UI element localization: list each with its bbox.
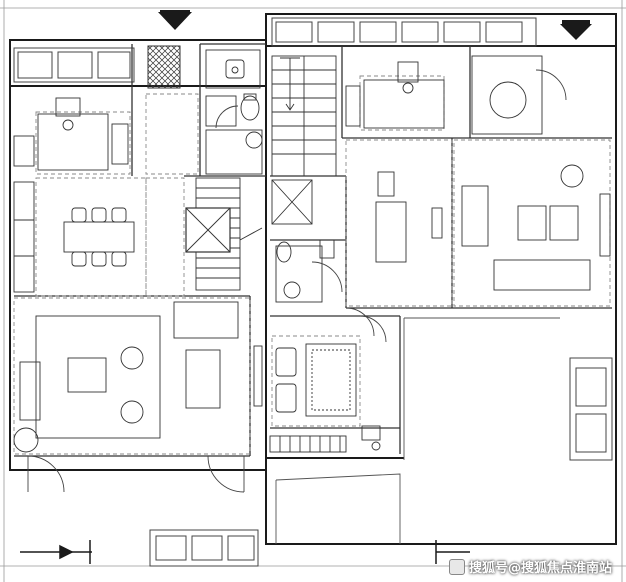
windows bbox=[13, 17, 613, 567]
living-room-right bbox=[375, 164, 611, 291]
watermark: 搜狐号@搜狐焦点淮南站 bbox=[448, 557, 612, 576]
staircase-right bbox=[271, 55, 337, 225]
watermark-text: 搜狐号@搜狐焦点淮南站 bbox=[468, 561, 612, 576]
north-arrow-icon bbox=[560, 20, 592, 40]
bathrooms bbox=[205, 49, 543, 451]
section-marker bbox=[20, 540, 470, 564]
shaft bbox=[147, 45, 181, 89]
kitchen-counters bbox=[13, 61, 445, 171]
doors bbox=[27, 69, 567, 493]
watermark-logo-icon bbox=[448, 558, 465, 575]
dining-table-left bbox=[13, 181, 135, 293]
staircase-left bbox=[185, 177, 263, 291]
living-room-left bbox=[13, 301, 263, 453]
balcony-railing bbox=[275, 317, 560, 544]
interior-walls bbox=[14, 43, 612, 457]
bedroom bbox=[269, 343, 357, 453]
entry-arrow-icon bbox=[158, 10, 192, 30]
